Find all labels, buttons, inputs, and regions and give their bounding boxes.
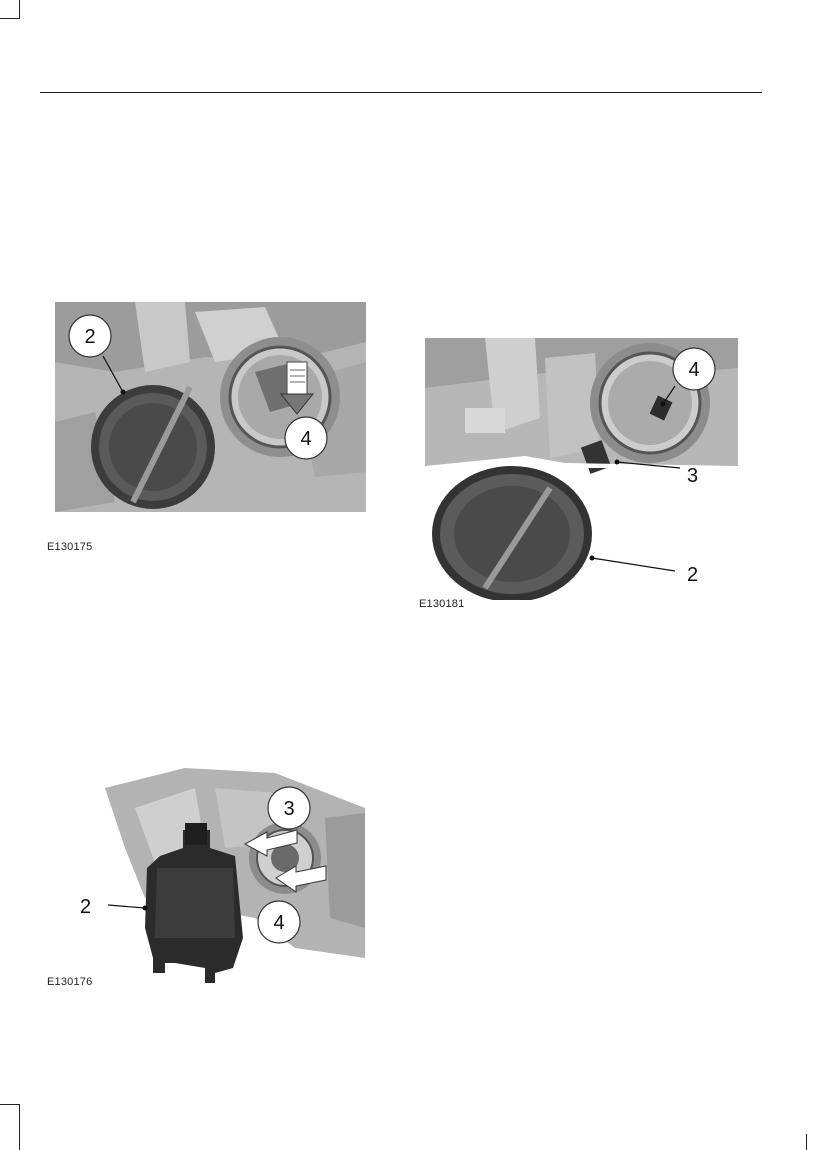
callout-label: 4 [300, 428, 311, 450]
callout-label: 2 [687, 564, 698, 586]
crop-mark-bottom-right-vertical [806, 1134, 807, 1150]
headlamp-bulb-holder-illustration: 4 3 2 [425, 338, 738, 600]
callout-label: 2 [84, 326, 95, 348]
crop-mark-top-left-vertical [19, 0, 20, 18]
crop-mark-top-left-horizontal [0, 18, 20, 19]
headlamp-side-cover-illustration: 3 2 4 [80, 768, 365, 983]
crop-mark-bottom-left-horizontal [0, 1104, 20, 1105]
callout-label: 4 [688, 359, 699, 381]
figure-e130175-illustration: 2 4 [55, 302, 366, 512]
figure-caption: E130175 [47, 541, 93, 553]
figure-e130181-illustration: 4 3 2 [425, 338, 738, 600]
callout-label: 3 [283, 798, 294, 820]
headlamp-rear-cover-illustration: 2 4 [55, 302, 366, 512]
figure-caption: E130176 [47, 976, 93, 988]
callout-label: 4 [273, 912, 284, 934]
callout-label: 3 [687, 465, 698, 487]
callout-label: 2 [80, 896, 91, 918]
figure-caption: E130181 [419, 598, 465, 610]
figure-e130176-illustration: 3 2 4 [75, 768, 365, 990]
crop-mark-bottom-left-vertical [19, 1104, 20, 1150]
header-rule [40, 92, 762, 93]
